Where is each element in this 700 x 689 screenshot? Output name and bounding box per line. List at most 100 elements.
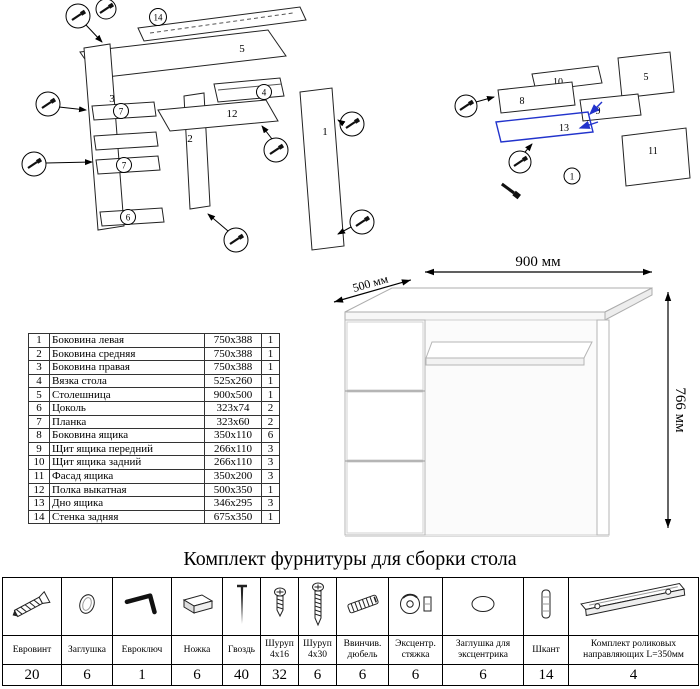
part-qty: 2 [261,414,280,430]
hardware-qty: 6 [442,664,524,686]
drawer-label-11: 11 [648,146,658,157]
part-size: 350x200 [204,468,262,484]
part-number: 14 [28,509,50,525]
part-number: 1 [28,333,50,348]
leg-icon [182,594,214,614]
screw-detail-icon [502,180,519,201]
part-number: 7 [28,414,50,430]
hardware-callout [35,91,87,117]
part-qty: 1 [261,387,280,402]
part-number: 9 [28,441,50,457]
desk-side-panel [345,319,610,537]
part-label-12: 12 [227,108,238,120]
hardware-qty: 1 [112,664,172,686]
part-qty: 3 [261,441,280,457]
svg-text:4: 4 [262,88,267,98]
part-qty: 3 [261,468,280,484]
part-name: Дно ящика [49,496,205,511]
hardware-name: Шуруп 4x30 [298,635,337,665]
svg-text:7: 7 [122,161,127,171]
roller-rails-icon [579,582,685,617]
part-size: 750x388 [204,360,262,375]
hardware-qty: 6 [388,664,443,686]
part-size: 675x350 [204,509,262,525]
desk-top [344,287,653,321]
hardware-icon-cell [2,577,62,636]
part-qty: 1 [261,360,280,375]
hardware-icon-cell [260,577,299,636]
euroscrew-icon [12,590,51,618]
part-label-7b: 7 [116,157,132,173]
hardware-qty: 6 [61,664,113,686]
desk-drawer-front [346,461,424,534]
part-label-6: 6 [120,209,136,225]
hardware-table: Евровинт Заглушка Евроключ Ножка Гвоздь … [2,577,699,686]
part-qty: 1 [261,509,280,525]
hardware-name: Ножка [171,635,223,665]
part-qty: 1 [261,373,280,389]
hardware-icon-cell [523,577,569,636]
part-name: Боковина средняя [49,346,205,362]
hardware-name: Шкант [523,635,569,665]
hardware-name: Комплект роликовых направляющих L=350мм [568,635,699,665]
part-name: Вязка стола [49,373,205,389]
part-size: 750x388 [204,333,262,348]
hardware-qty: 40 [222,664,261,686]
hardware-qty-row: 20 6 1 6 40 32 6 6 6 6 14 4 [2,664,699,686]
part-number: 2 [28,346,50,362]
drawer-part-right [617,51,675,99]
part-back-wall [137,6,307,42]
hardware-callout [454,94,495,118]
part-name: Боковина левая [49,333,205,348]
cam-cap-icon [471,596,495,612]
part-number: 6 [28,400,50,416]
part-name: Планка [49,414,205,430]
hardware-callout [337,111,365,137]
svg-text:900 мм: 900 мм [515,254,561,270]
assembled-desk-drawing: 900 мм 500 мм 766 мм [333,254,688,537]
hardware-kit-title: Комплект фурнитуры для сборки стола [183,548,517,570]
part-frame [213,77,285,103]
svg-text:6: 6 [126,213,131,223]
part-size: 323x60 [204,414,262,430]
hardware-qty: 20 [2,664,62,686]
drawer-label-8: 8 [520,96,525,107]
part-keyboard-shelf [157,99,279,132]
hardware-callout [65,3,103,43]
hardware-qty: 14 [523,664,569,686]
hardware-icons-row [2,577,699,636]
hex-key-icon [124,593,157,615]
hardware-name: Заглушка для эксцентрика [442,635,524,665]
part-size: 750x388 [204,346,262,362]
part-label-5: 5 [239,43,245,55]
screw-long-icon [311,582,324,627]
svg-text:1: 1 [570,172,575,182]
hardware-qty: 6 [171,664,223,686]
svg-text:14: 14 [154,13,164,23]
hardware-qty: 32 [260,664,299,686]
part-size: 900x500 [204,387,262,402]
part-name: Щит ящика передний [49,441,205,457]
hardware-callout [207,213,249,253]
exploded-view-main: 14 5 3 7 7 6 2 12 4 [21,0,375,253]
hardware-qty: 6 [298,664,337,686]
part-label-4: 4 [256,84,272,100]
desk-drawer-front [346,321,424,391]
hardware-name: Заглушка [61,635,113,665]
part-number: 4 [28,373,50,389]
hardware-icon-cell [336,577,389,636]
exploded-view-drawer: 10 5 8 9 13 11 1 [454,51,691,230]
part-qty: 2 [261,400,280,416]
part-qty: 3 [261,455,280,470]
drawer-part-bottom [495,101,603,143]
hardware-callout [21,151,93,177]
cap-icon [79,594,95,614]
hardware-callout [261,125,289,163]
drawer-label-5: 5 [644,72,649,83]
